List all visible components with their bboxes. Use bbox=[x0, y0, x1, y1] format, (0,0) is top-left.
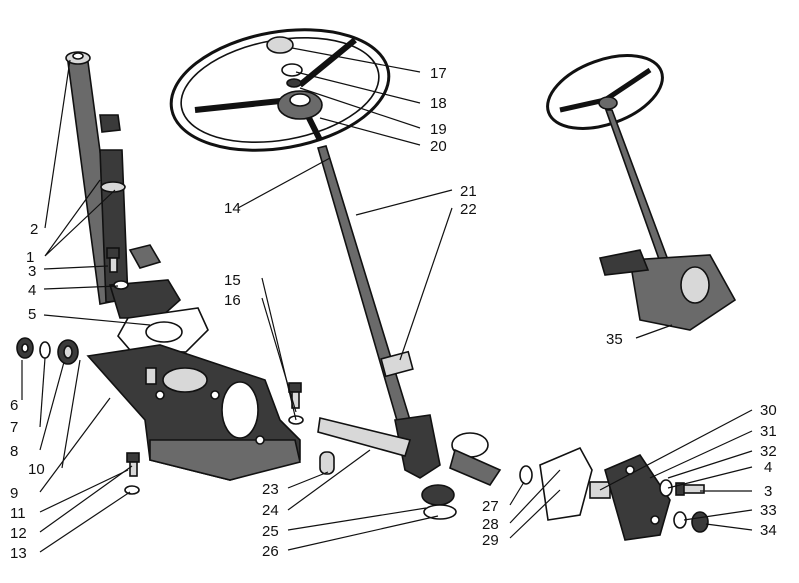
callout-31: 31 bbox=[760, 423, 777, 440]
callout-11: 11 bbox=[10, 505, 26, 522]
callout-22: 22 bbox=[460, 201, 477, 218]
bearing-8 bbox=[57, 339, 79, 365]
callout-4-right: 4 bbox=[764, 459, 772, 476]
washer-4 bbox=[113, 280, 129, 290]
callout-5: 5 bbox=[28, 306, 36, 323]
callout-20: 20 bbox=[430, 138, 447, 155]
callout-18: 18 bbox=[430, 95, 447, 112]
steering-column-tube bbox=[65, 51, 182, 319]
bearing-25 bbox=[421, 484, 455, 506]
callout-10: 10 bbox=[28, 461, 45, 478]
nut-18 bbox=[281, 63, 303, 77]
steering-wheel bbox=[169, 28, 391, 152]
bolt-3 bbox=[106, 247, 120, 273]
washer-7 bbox=[39, 341, 51, 359]
callout-23: 23 bbox=[262, 481, 279, 498]
callout-35: 35 bbox=[606, 331, 623, 348]
callout-8: 8 bbox=[10, 443, 18, 460]
callout-16: 16 bbox=[224, 292, 241, 309]
assembled-steering-unit bbox=[546, 54, 737, 331]
callout-4: 4 bbox=[28, 282, 36, 299]
nut-34 bbox=[691, 511, 709, 533]
callout-26: 26 bbox=[262, 543, 279, 560]
callout-19: 19 bbox=[430, 121, 447, 138]
callout-7: 7 bbox=[10, 419, 18, 436]
nut-6 bbox=[16, 337, 34, 359]
callout-30: 30 bbox=[760, 402, 777, 419]
callout-24: 24 bbox=[262, 502, 279, 519]
side-cover-32 bbox=[604, 454, 671, 541]
shim-27 bbox=[519, 465, 533, 485]
callout-6: 6 bbox=[10, 397, 18, 414]
washer-26 bbox=[423, 504, 457, 520]
worm-shaft bbox=[317, 417, 412, 457]
callout-15: 15 bbox=[224, 272, 241, 289]
callout-28: 28 bbox=[482, 516, 499, 533]
callout-21: 21 bbox=[460, 183, 477, 200]
washer-13 bbox=[124, 485, 140, 495]
pitman-arm bbox=[449, 432, 502, 486]
callout-3-right: 3 bbox=[764, 483, 772, 500]
callout-25: 25 bbox=[262, 523, 279, 540]
steering-shaft bbox=[317, 145, 441, 479]
callout-14: 14 bbox=[224, 200, 241, 217]
steering-box-housing bbox=[86, 344, 301, 481]
leader-lines bbox=[21, 47, 753, 553]
callout-27: 27 bbox=[482, 498, 499, 515]
callout-33: 33 bbox=[760, 502, 777, 519]
callout-labels: 1 2 3 4 5 6 7 8 9 10 11 12 13 14 15 16 1… bbox=[10, 65, 777, 562]
washer-19 bbox=[286, 78, 302, 88]
hub-cap-17 bbox=[266, 36, 294, 54]
callout-3: 3 bbox=[28, 263, 36, 280]
callout-12: 12 bbox=[10, 525, 27, 542]
washer-4b bbox=[659, 479, 673, 497]
gasket bbox=[117, 307, 209, 353]
pin-23 bbox=[319, 451, 335, 475]
callout-34: 34 bbox=[760, 522, 777, 539]
callout-2: 2 bbox=[30, 221, 38, 238]
bolt-11 bbox=[126, 452, 140, 477]
callout-32: 32 bbox=[760, 443, 777, 460]
callout-13: 13 bbox=[10, 545, 27, 562]
callout-1: 1 bbox=[26, 249, 34, 266]
bolt-3b bbox=[675, 482, 705, 496]
gasket-28 bbox=[539, 446, 593, 521]
callout-9: 9 bbox=[10, 485, 18, 502]
callout-17: 17 bbox=[430, 65, 447, 82]
callout-29: 29 bbox=[482, 532, 499, 549]
